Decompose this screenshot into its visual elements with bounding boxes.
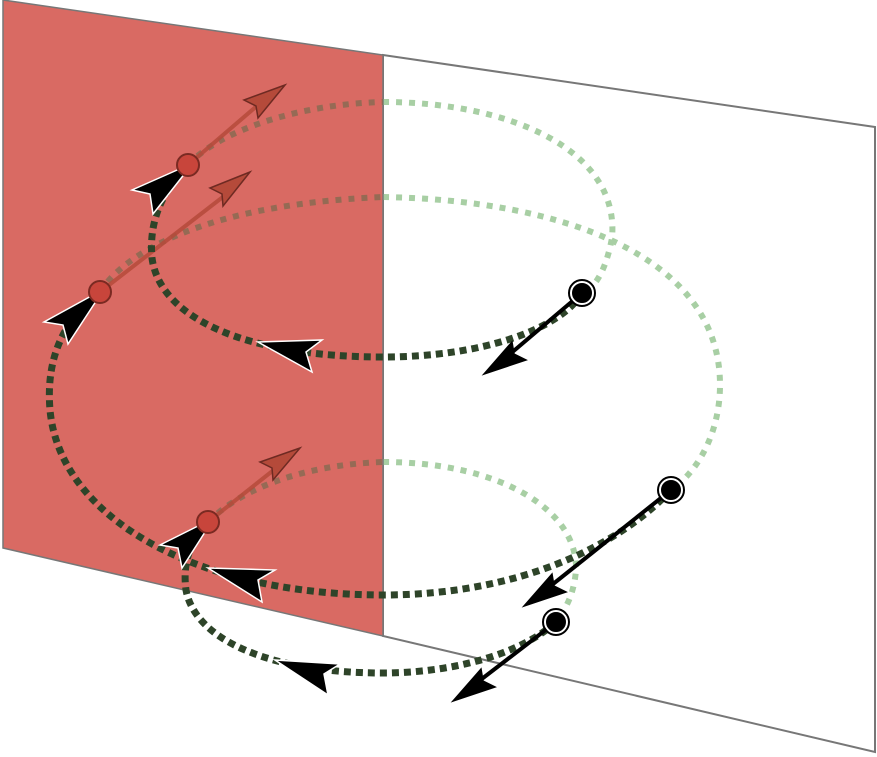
dot-marker-icon [657, 476, 685, 504]
dot-marker-icon [88, 280, 112, 304]
behind-arc-middle [97, 194, 384, 294]
red-arrow-shaft-middle [98, 191, 230, 294]
dot-marker-icon [659, 478, 683, 502]
back-loop-segments [382, 99, 724, 624]
black-arrow-shaft-middle [541, 488, 673, 594]
arrowhead-icon [205, 567, 278, 604]
arrowhead-icon [258, 446, 303, 482]
back-arc-top [382, 99, 616, 296]
arrowhead-icon [450, 667, 497, 703]
dot-marker-icon [570, 281, 594, 305]
back-arc-bottom [382, 459, 580, 624]
front-loop-segments [45, 162, 674, 677]
right-plane [382, 53, 876, 754]
red-arrow-shaft-top [186, 103, 260, 167]
arrowhead-icon [41, 288, 105, 346]
back-arc-middle [382, 194, 724, 493]
front-arc-middle [45, 289, 674, 599]
red-tangent-arrows [98, 103, 282, 524]
dot-marker-icon [176, 153, 200, 177]
arrowhead-icon [129, 162, 194, 216]
arrowhead-icon [255, 339, 325, 374]
arrowhead-icon [521, 572, 568, 608]
red-arrowheads [208, 83, 303, 482]
black-dot-outlines [542, 279, 685, 636]
black-arrow-shaft-bottom [468, 620, 558, 690]
front-arc-bottom [181, 519, 559, 677]
black-tangent-arrows [468, 291, 673, 690]
arrowhead-icon [208, 170, 253, 208]
arrowhead-icon [481, 340, 528, 376]
dot-marker-icon [196, 510, 220, 534]
red-arrow-shaft-bottom [206, 463, 282, 524]
black-dot-markers [544, 281, 683, 634]
black-arrowheads-right [450, 340, 568, 703]
black-arrow-shaft-top [501, 291, 584, 362]
dot-marker-icon [542, 608, 570, 636]
arrowhead-icon [242, 83, 288, 120]
front-arc-top [147, 162, 586, 361]
loop-direction-arrowheads [41, 162, 343, 697]
red-dot-markers [88, 153, 220, 534]
dot-marker-icon [568, 279, 596, 307]
dot-marker-icon [544, 610, 568, 634]
arrowhead-icon [272, 659, 343, 697]
